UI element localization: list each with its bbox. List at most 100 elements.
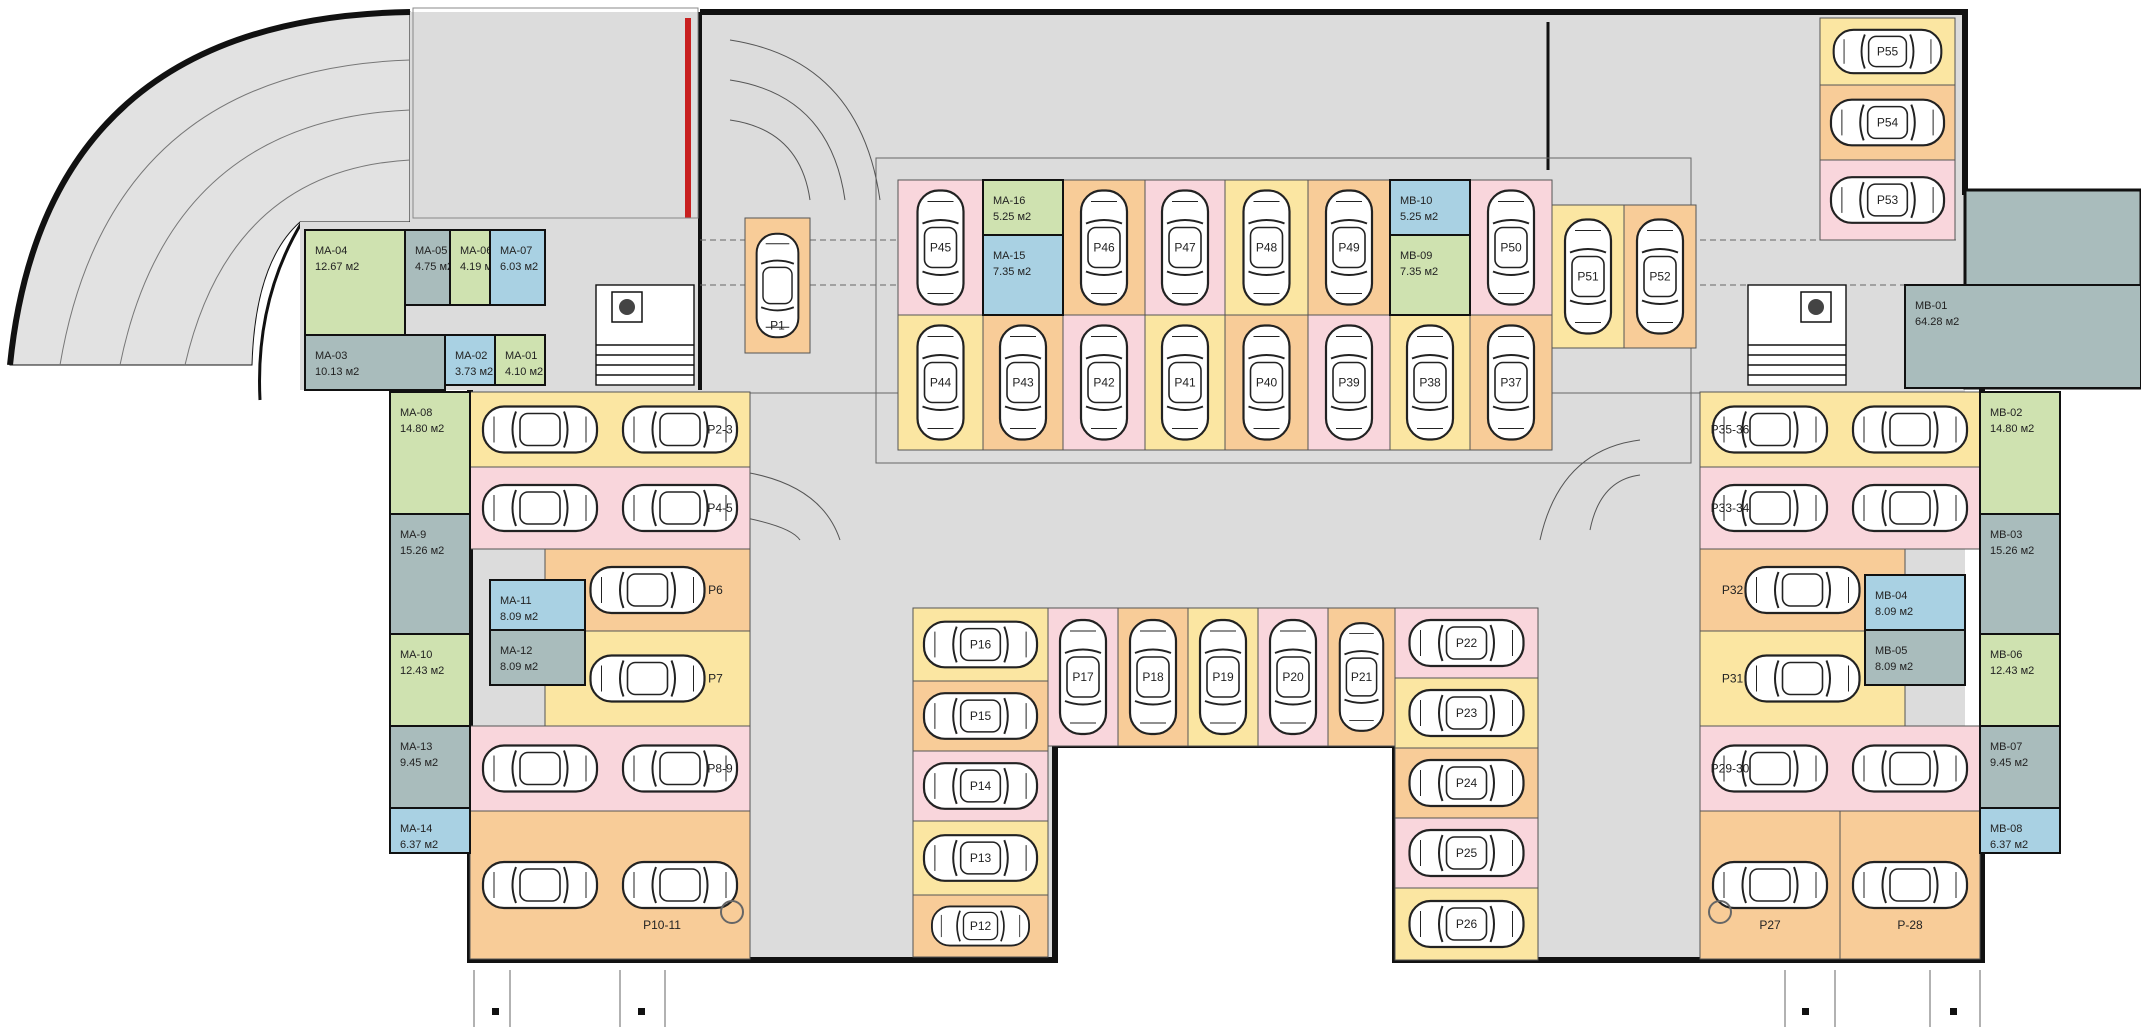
room-area-label: 6.37 м2 <box>1990 839 2028 851</box>
parking-spot-P52[interactable]: P52 <box>1623 204 1697 349</box>
dashed-outline <box>412 7 699 219</box>
parking-spot-P27[interactable]: P27 <box>1699 810 1841 960</box>
parking-spot-P55[interactable]: P55 <box>1819 17 1956 86</box>
storage-room-MB-04[interactable]: MB-048.09 м2 <box>1864 574 1966 631</box>
storage-room-MA-9[interactable]: MA-915.26 м2 <box>389 513 471 635</box>
parking-spot-P17[interactable]: P17 <box>1047 607 1119 747</box>
swing-arc <box>729 119 811 201</box>
room-area <box>304 334 446 391</box>
parking-spot-P37[interactable]: P37 <box>1469 314 1553 451</box>
parking-spot-P24[interactable]: P24 <box>1394 747 1539 819</box>
parking-spot-P45[interactable]: P45 <box>897 179 984 316</box>
room-id: MA-01 <box>505 350 537 362</box>
parking-spot-P13[interactable]: P13 <box>912 820 1049 896</box>
ramp-lane-line <box>184 159 411 366</box>
spot-label: P35-36 <box>1711 423 1750 437</box>
parking-spot-P4-5[interactable]: P4-5 <box>469 466 751 550</box>
parking-spot-P29-30[interactable]: P29-30 <box>1699 725 1981 812</box>
parking-spot-P26[interactable]: P26 <box>1394 887 1539 961</box>
parking-spot-P15[interactable]: P15 <box>912 680 1049 752</box>
storage-room-MB-07[interactable]: MB-079.45 м2 <box>1979 725 2061 809</box>
parking-spot-P47[interactable]: P47 <box>1144 179 1226 316</box>
spot-label: P6 <box>708 583 723 597</box>
storage-room-MA-16[interactable]: MA-16 5.25 м2 <box>982 179 1064 236</box>
spot-label: P41 <box>1174 376 1196 390</box>
spot-label: P39 <box>1338 376 1360 390</box>
storage-room-MA-14[interactable]: MA-146.37 м2 <box>389 807 471 854</box>
spot-label: P31 <box>1722 672 1744 686</box>
spot-label: P12 <box>970 919 992 933</box>
storage-room-MA-02[interactable]: MA-02 3.73 м2 <box>444 334 496 386</box>
parking-spot-P8-9[interactable]: P8-9 <box>469 725 751 812</box>
parking-spot-P41[interactable]: P41 <box>1144 314 1226 451</box>
parking-spot-P28[interactable]: P-28 <box>1839 810 1981 960</box>
storage-room-MA-15[interactable]: MA-157.35 м2 <box>982 234 1064 316</box>
storage-room-MB-10[interactable]: MB-105.25 м2 <box>1389 179 1471 236</box>
room-area-label: 8.09 м2 <box>500 661 538 673</box>
storage-room-MA-13[interactable]: MA-139.45 м2 <box>389 725 471 809</box>
storage-room-MB-08[interactable]: MB-086.37 м2 <box>1979 807 2061 854</box>
parking-spot-P1[interactable]: P1 <box>744 217 811 354</box>
column-dot <box>1950 1008 1957 1015</box>
parking-spot-P21[interactable]: P21 <box>1327 607 1396 747</box>
storage-room-MB-05[interactable]: MB-058.09 м2 <box>1864 629 1966 686</box>
parking-spot-P51[interactable]: P51 <box>1551 204 1625 349</box>
storage-room-MA-06[interactable]: MA-064.19 м2 <box>449 229 498 306</box>
parking-spot-P38[interactable]: P38 <box>1389 314 1471 451</box>
room-area-label: 5.25 м2 <box>1400 211 1438 223</box>
parking-spot-P12[interactable]: P12 <box>912 894 1049 958</box>
room-area-label: 4.10 м2 <box>505 366 543 378</box>
parking-spot-P42[interactable]: P42 <box>1062 314 1146 451</box>
storage-room-MA-01[interactable]: MA-01 4.10 м2 <box>494 334 546 386</box>
wheelchair-symbol <box>720 900 744 924</box>
parking-spot-P43[interactable]: P43 <box>982 314 1064 451</box>
parking-spot-P39[interactable]: P39 <box>1307 314 1391 451</box>
storage-room-MA-07[interactable]: MA-076.03 м2 <box>489 229 546 306</box>
storage-room-MA-12[interactable]: MA-128.09 м2 <box>489 629 586 686</box>
parking-spot-P33-34[interactable]: P33-34 <box>1699 466 1981 550</box>
parking-spot-P2-3[interactable]: P2-3 <box>469 391 751 468</box>
parking-spot-P44[interactable]: P44 <box>897 314 984 451</box>
parking-spot-P46[interactable]: P46 <box>1062 179 1146 316</box>
parking-spot-P54[interactable]: P54 <box>1819 84 1956 161</box>
storage-room-MB-09[interactable]: MB-097.35 м2 <box>1389 234 1471 316</box>
parking-spot-P20[interactable]: P20 <box>1257 607 1329 747</box>
storage-room-MA-11[interactable]: MA-118.09 м2 <box>489 579 586 631</box>
parking-spot-P19[interactable]: P19 <box>1187 607 1259 747</box>
parking-spot-P10-11[interactable]: P10-11 <box>469 810 751 960</box>
parking-spot-P48[interactable]: P48 <box>1224 179 1309 316</box>
parking-spot-P53[interactable]: P53 <box>1819 159 1956 241</box>
parking-spot-P40[interactable]: P40 <box>1224 314 1309 451</box>
elevator-symbol <box>619 299 635 315</box>
room-area-label: 6.03 м2 <box>500 261 538 273</box>
parking-spot-P23[interactable]: P23 <box>1394 677 1539 749</box>
room-id: MA-16 <box>993 195 1025 207</box>
parking-spot-P49[interactable]: P49 <box>1307 179 1391 316</box>
car-icon <box>1851 405 1969 454</box>
parking-spot-P18[interactable]: P18 <box>1117 607 1189 747</box>
room-id: MA-02 <box>455 350 487 362</box>
parking-spot-P22[interactable]: P22 <box>1394 607 1539 679</box>
parking-spot-P50[interactable]: P50 <box>1469 179 1553 316</box>
room-area <box>1979 725 2061 809</box>
parking-spot-P16[interactable]: P16 <box>912 607 1049 682</box>
room-area-label: 5.25 м2 <box>993 211 1031 223</box>
parking-spot-P35-36[interactable]: P35-36 <box>1699 391 1981 468</box>
storage-room-MA-03[interactable]: MA-03 10.13 м2 <box>304 334 446 391</box>
spot-label: P49 <box>1338 241 1360 255</box>
storage-room-MA-05[interactable]: MA-054.75 м2 <box>404 229 453 306</box>
parking-spot-P14[interactable]: P14 <box>912 750 1049 822</box>
parking-spot-P25[interactable]: P25 <box>1394 817 1539 889</box>
room-area-label: 10.13 м2 <box>315 366 359 378</box>
room-id: MA-03 <box>315 350 347 362</box>
spot-label: P53 <box>1877 193 1899 207</box>
room-area-label: 3.73 м2 <box>455 366 493 378</box>
spot-label: P40 <box>1256 376 1278 390</box>
